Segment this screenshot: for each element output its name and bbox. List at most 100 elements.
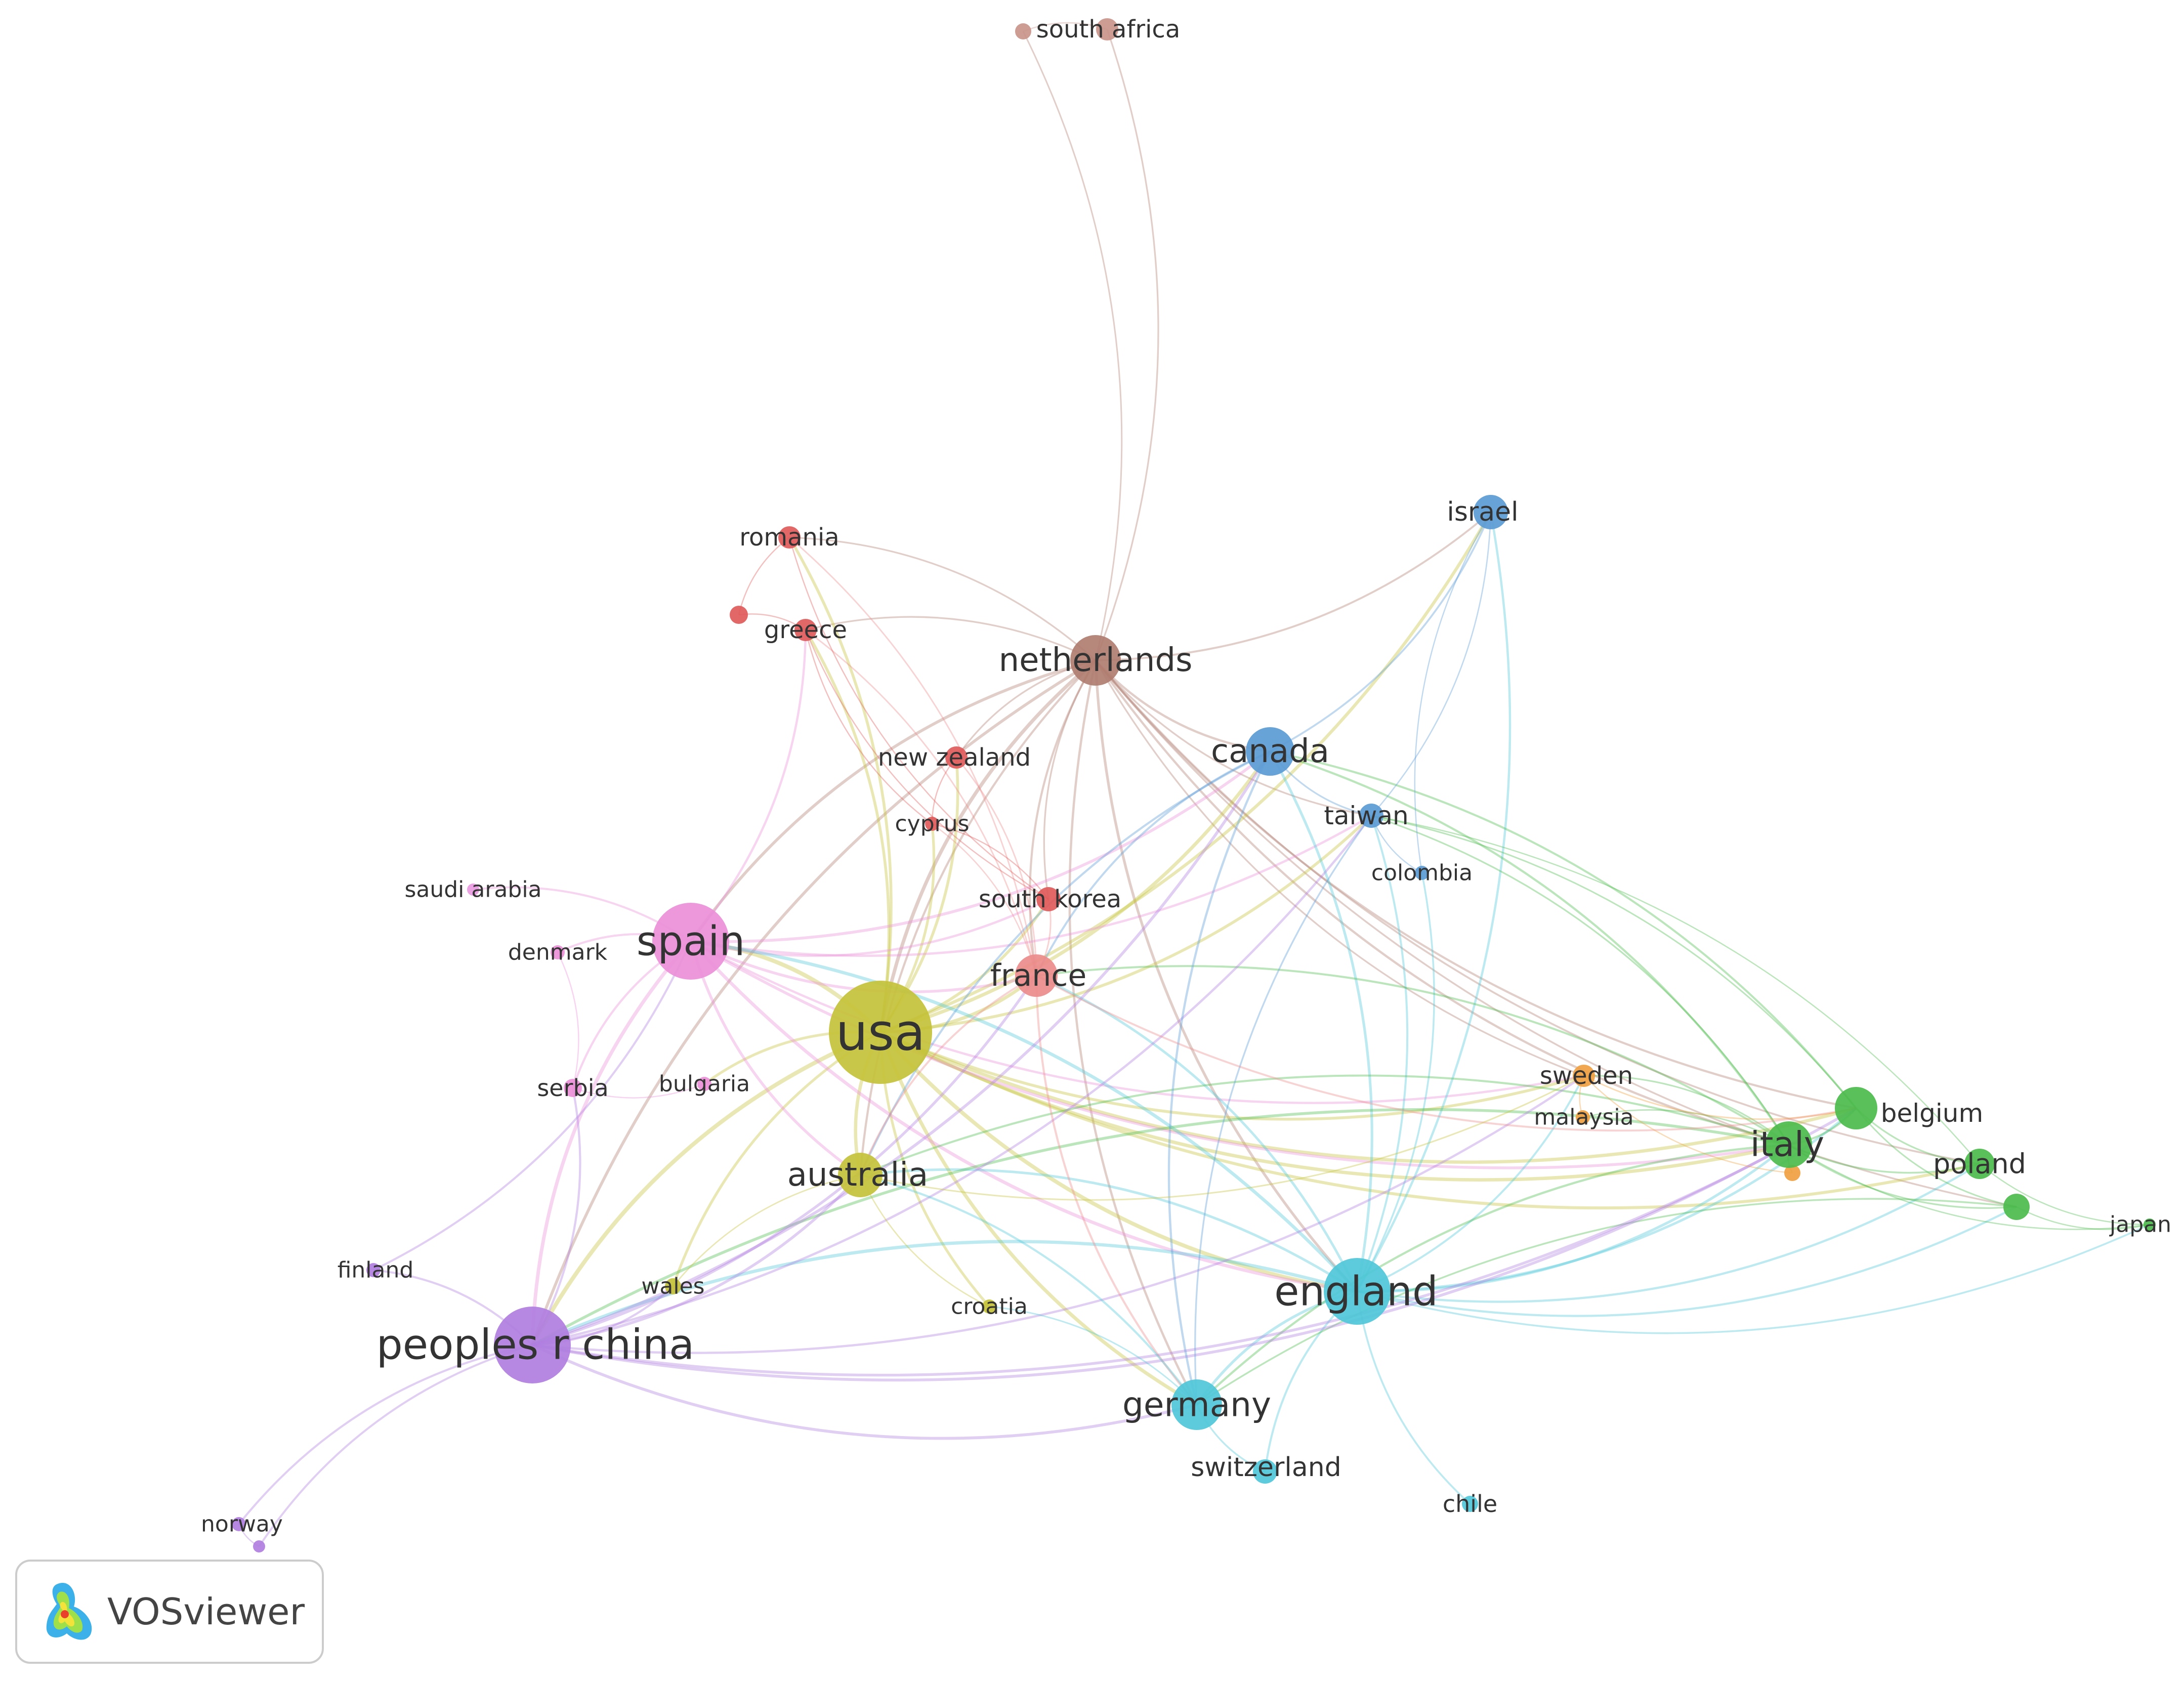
label-germany[interactable]: germany [1122,1385,1271,1424]
node-usa[interactable] [829,981,932,1084]
node-croatia[interactable] [982,1299,996,1314]
label-france[interactable]: france [990,958,1087,993]
node-romania[interactable] [778,526,801,549]
node-finland[interactable] [366,1263,381,1277]
label-netherlands[interactable]: netherlands [999,642,1193,679]
node-south-africa[interactable] [1096,18,1118,40]
link-netherlands-italy [1095,659,1789,1146]
nodes-layer [232,18,2156,1552]
label-peoples-r-china[interactable]: peoples r china [376,1321,695,1369]
node-red-small[interactable] [730,606,748,624]
link-sweden-belgium [1583,1075,1857,1120]
node-england[interactable] [1324,1258,1391,1325]
link-netherlands-sa_small [1022,31,1123,661]
label-japan[interactable]: japan [2109,1212,2171,1238]
label-usa[interactable]: usa [836,1003,926,1062]
label-belgium[interactable]: belgium [1881,1099,1983,1128]
label-chile[interactable]: chile [1443,1490,1497,1518]
links-layer [238,22,2150,1547]
node-cyprus[interactable] [925,817,939,831]
node-saudi-arabia[interactable] [467,884,479,896]
link-netherlands-greece [805,616,1096,661]
label-wales[interactable]: wales [641,1274,704,1299]
node-norway[interactable] [232,1517,246,1531]
node-greece[interactable] [794,619,817,641]
label-serbia[interactable]: serbia [537,1074,608,1102]
node-israel[interactable] [1474,495,1508,529]
label-south-korea[interactable]: south korea [979,885,1121,913]
link-belgium-green_small [1855,1108,2017,1208]
link-spain-australia [689,941,861,1176]
node-chile[interactable] [1462,1496,1478,1512]
node-orange-small[interactable] [1784,1165,1800,1181]
link-netherlands-poland [1095,659,1980,1165]
link-sweden-orange_small [1583,1075,1793,1174]
label-saudi-arabia[interactable]: saudi arabia [404,877,541,903]
node-serbia[interactable] [564,1079,582,1097]
node-japan[interactable] [2144,1218,2156,1231]
node-canada[interactable] [1246,727,1294,776]
label-croatia[interactable]: croatia [951,1294,1028,1320]
label-sweden[interactable]: sweden [1540,1062,1633,1090]
label-australia[interactable]: australia [787,1156,929,1194]
link-peoples_r_china-italy [532,1143,1790,1382]
label-bulgaria[interactable]: bulgaria [659,1071,750,1097]
label-israel[interactable]: israel [1447,497,1518,527]
node-sweden[interactable] [1573,1065,1595,1087]
label-colombia[interactable]: colombia [1371,860,1473,886]
node-belgium[interactable] [1835,1087,1877,1129]
node-sa-small[interactable] [1015,23,1031,39]
link-usa-sweden [879,1031,1584,1121]
label-canada[interactable]: canada [1211,733,1329,770]
label-new-zealand[interactable]: new zealand [878,743,1031,772]
label-south-africa[interactable]: south africa [1036,15,1180,44]
link-netherlands-peoples_r_china [531,659,1097,1346]
label-spain[interactable]: spain [637,918,745,965]
label-romania[interactable]: romania [739,523,839,552]
node-colombia[interactable] [1415,866,1429,880]
label-poland[interactable]: poland [1933,1148,2026,1180]
link-germany-australia [860,1173,1198,1406]
node-france[interactable] [1015,954,1058,997]
link-england-peoples_r_china [531,1240,1358,1347]
node-new-zealand[interactable] [945,746,968,769]
node-denmark[interactable] [551,945,565,959]
node-bulgaria[interactable] [697,1077,711,1091]
label-malaysia[interactable]: malaysia [1534,1105,1633,1130]
link-england-sweden [1357,1075,1585,1292]
link-netherlands-spain [689,659,1096,942]
link-italy-green_small [1788,1144,2017,1209]
link-serbia-denmark [557,952,579,1088]
node-switzerland[interactable] [1253,1459,1277,1484]
node-purple-small[interactable] [253,1540,265,1552]
node-malaysia[interactable] [1576,1110,1590,1124]
label-norway[interactable]: norway [201,1511,283,1537]
label-italy[interactable]: italy [1750,1125,1824,1165]
node-taiwan[interactable] [1359,804,1383,828]
node-poland[interactable] [1964,1149,1995,1179]
link-usa-germany [878,1031,1198,1406]
label-taiwan[interactable]: taiwan [1324,801,1408,830]
node-south-korea[interactable] [1036,887,1061,911]
label-cyprus[interactable]: cyprus [895,811,969,837]
node-spain[interactable] [652,903,729,980]
link-france-australia [859,975,1037,1175]
node-peoples-r-china[interactable] [494,1307,571,1383]
link-usa-israel [879,511,1492,1034]
link-australia-wales [672,1174,861,1287]
link-netherlands-taiwan [1095,659,1372,817]
label-finland[interactable]: finland [338,1257,414,1283]
link-canada-germany [1167,751,1271,1405]
node-germany[interactable] [1171,1379,1222,1430]
node-italy[interactable] [1766,1121,1812,1168]
label-greece[interactable]: greece [764,616,847,644]
node-australia[interactable] [838,1153,883,1197]
node-netherlands[interactable] [1070,635,1121,686]
label-england[interactable]: england [1274,1268,1438,1315]
label-denmark[interactable]: denmark [508,940,608,965]
node-green-small[interactable] [2003,1194,2030,1220]
node-wales[interactable] [665,1278,681,1294]
label-switzerland[interactable]: switzerland [1191,1452,1341,1483]
link-peoples_r_china-taiwan [532,815,1372,1347]
link-canada-france [1035,750,1271,976]
